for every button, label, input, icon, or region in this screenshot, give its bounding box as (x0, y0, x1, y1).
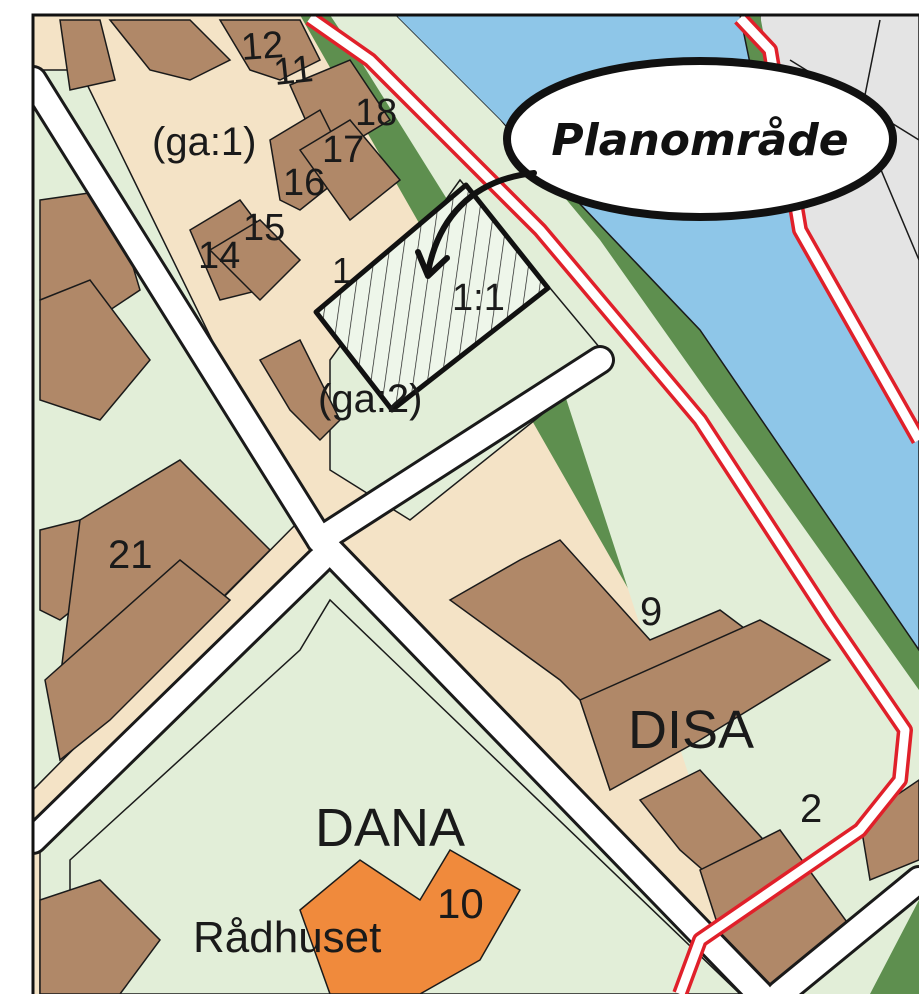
lot-label-10: 10 (437, 880, 484, 927)
lot-label-18: 18 (355, 92, 397, 134)
callout-label: Planområde (551, 115, 848, 166)
lot-label-12: 12 (240, 24, 285, 69)
plan-area-zone (313, 182, 551, 413)
lot-label-ga1: (ga:1) (152, 120, 257, 164)
lot-label-15: 15 (243, 207, 285, 249)
plan-area-callout: Planområde (415, 57, 897, 279)
green-strip-river (330, 15, 919, 994)
callout-bubble (503, 57, 897, 221)
lot-label-1: 1 (332, 250, 352, 291)
lot-label-1-1: 1:1 (452, 277, 505, 319)
callout-arrowhead (415, 249, 450, 279)
lot-label-17: 17 (322, 129, 364, 171)
callout-arrow (425, 170, 537, 275)
lot-label-16: 16 (283, 162, 325, 204)
lot-label-ga2: (ga:2) (318, 377, 423, 421)
lot-label-14: 14 (198, 235, 240, 277)
lot-label-11: 11 (272, 48, 316, 94)
town-hall-building (299, 848, 522, 994)
lot-label-21: 21 (108, 533, 153, 577)
streets (33, 65, 919, 994)
building-label-radhuset: Rådhuset (193, 913, 381, 962)
map-frame (31, 13, 919, 994)
lot-label-2: 2 (800, 787, 822, 831)
lot-label-9: 9 (640, 590, 662, 634)
block-label-disa: DISA (628, 700, 754, 760)
block-label-dana: DANA (315, 798, 465, 858)
